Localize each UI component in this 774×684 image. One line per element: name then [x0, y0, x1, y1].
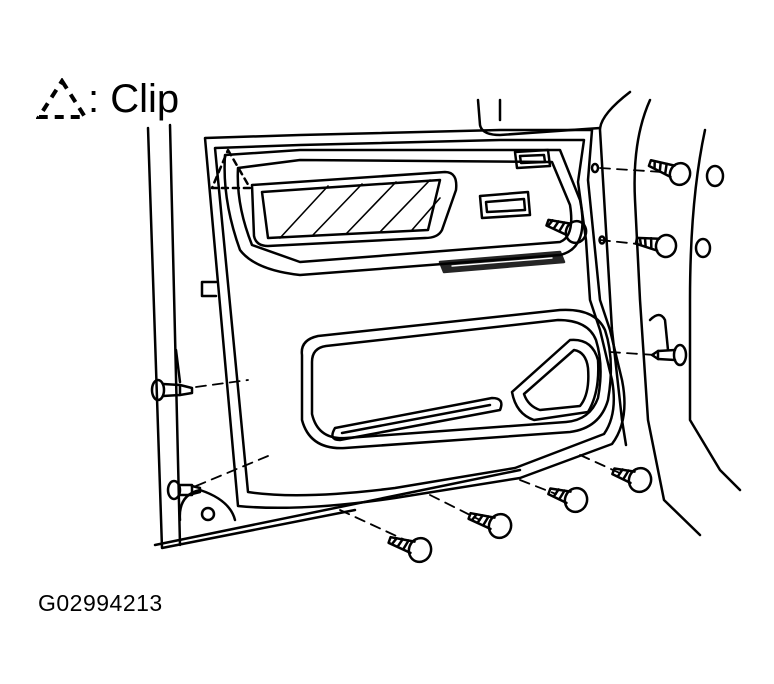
- clip-fastener-left-upper: [152, 380, 192, 400]
- screw-center: [544, 211, 589, 245]
- clip-fastener-left-lower: [168, 481, 200, 499]
- door-trim-panel: [205, 130, 624, 508]
- leader-lines: [196, 168, 662, 540]
- dashed-triangle-icon: [36, 78, 88, 120]
- door-frame: [148, 92, 740, 548]
- screw-right-middle: [635, 230, 678, 259]
- screw-bottom-1: [386, 528, 435, 565]
- grommet-center: [592, 164, 598, 172]
- screw-bottom-4: [610, 459, 655, 495]
- clip-fastener-right: [652, 345, 686, 365]
- legend-label: : Clip: [88, 77, 180, 121]
- grommet-top-right: [707, 166, 723, 186]
- screw-bottom-3: [546, 479, 591, 515]
- clip-location-marker: [212, 150, 250, 188]
- figure-code: G02994213: [38, 590, 163, 616]
- grommet-right-middle: [696, 239, 710, 257]
- legend: : Clip: [36, 74, 179, 124]
- grommet-center-small: [600, 237, 605, 244]
- screw-bottom-2: [466, 504, 515, 541]
- screw-top-right: [646, 153, 693, 188]
